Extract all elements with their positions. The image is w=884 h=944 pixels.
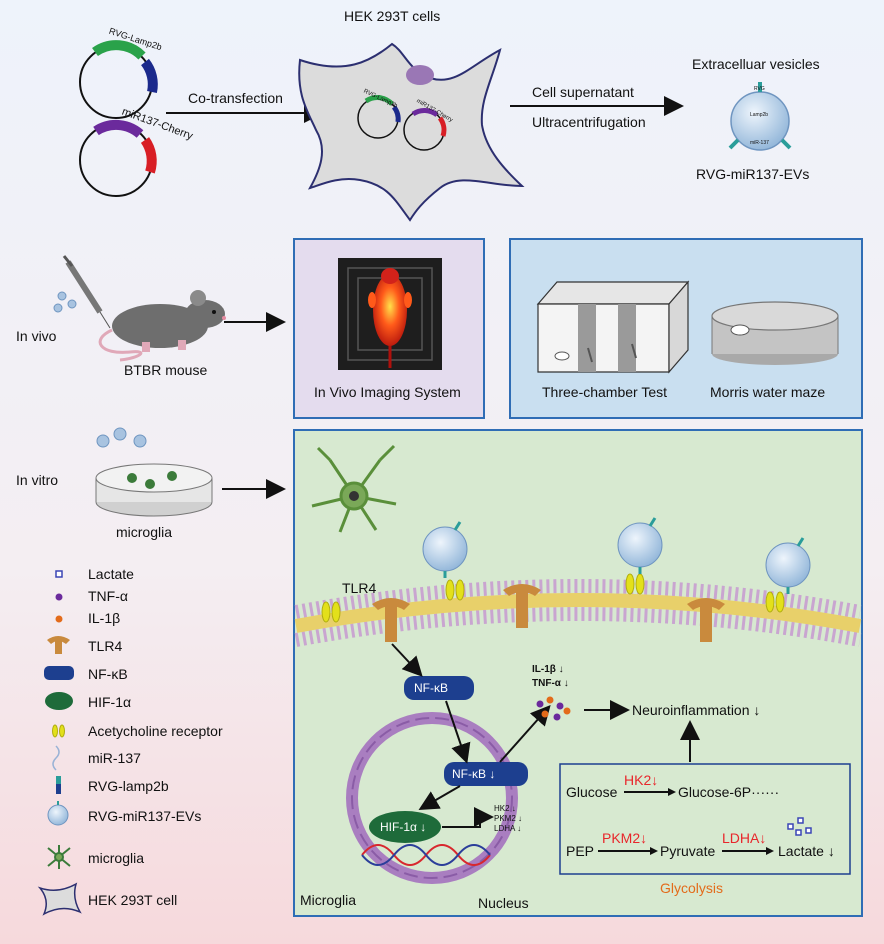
legend-il1b: IL-1β <box>88 610 121 626</box>
tlr4-icon <box>47 636 70 654</box>
mouse-label: BTBR mouse <box>124 362 208 378</box>
cytokine-1-label: IL-1β ↓ <box>532 664 564 675</box>
extracellular-vesicle <box>728 82 792 151</box>
cotransfection-label: Co-transfection <box>188 90 283 106</box>
microglia-nucleus <box>349 491 359 501</box>
microglia-cell <box>311 444 397 533</box>
cytokine-dots <box>536 696 571 721</box>
hek-cell-icon <box>37 882 82 916</box>
hk2-label: HK2↓ <box>624 772 659 788</box>
cytokine-2-label: TNF-α ↓ <box>532 678 569 689</box>
btbr-mouse <box>98 290 226 362</box>
ultracentrifugation-label: Ultracentrifugation <box>532 114 646 130</box>
legend-lactate: Lactate <box>88 566 134 582</box>
hek-inner-plasmid-1 <box>357 95 401 139</box>
legend-rvg-lamp2b: RVG-lamp2b <box>88 778 169 794</box>
gene-pkm2: PKM2 ↓ <box>494 814 523 823</box>
hif-label: HIF-1α ↓ <box>380 820 427 834</box>
hif-icon <box>45 692 73 710</box>
pep-label: PEP <box>566 843 595 859</box>
pkm2-label: PKM2↓ <box>602 830 648 846</box>
hek-title: HEK 293T cells <box>344 8 441 24</box>
gene-ldha: LDHA ↓ <box>494 824 522 833</box>
morris-label: Morris water maze <box>710 384 826 400</box>
mouse-fluorescence <box>368 268 412 368</box>
microglia-panel-label: Microglia <box>300 892 357 908</box>
nucleus-envelope <box>346 712 518 884</box>
glycolysis-box <box>559 763 851 875</box>
tlr4-receptor <box>372 584 725 642</box>
ev-mir-label: miR-137 <box>750 140 769 146</box>
three-chamber-label: Three-chamber Test <box>542 384 668 400</box>
imaging-label: In Vivo Imaging System <box>314 384 461 400</box>
hek-inner-plasmid-2 <box>403 108 447 151</box>
legend-microglia: microglia <box>88 850 145 866</box>
il1b-icon <box>55 615 63 623</box>
gene-hk2: HK2 ↓ <box>494 804 516 813</box>
rvg-lamp2b-icon <box>56 776 61 794</box>
cell-membrane <box>294 579 862 647</box>
water-maze-pool <box>711 301 839 365</box>
lactate-squares <box>787 817 812 836</box>
ev-docked <box>422 517 811 594</box>
legend-tlr4: TLR4 <box>88 638 123 654</box>
in-vitro-label: In vitro <box>16 472 59 488</box>
plasmid-rvg-lamp2b <box>79 40 158 119</box>
glycolysis-arrow-heads <box>650 788 774 855</box>
lactate-icon <box>55 570 63 578</box>
legend-mir137: miR-137 <box>88 750 141 766</box>
petri-dish <box>95 463 213 517</box>
tlr4-label: TLR4 <box>342 580 377 596</box>
gene-list: HK2 ↓ PKM2 ↓ LDHA ↓ <box>494 804 522 834</box>
legend-nfkb: NF-κB <box>88 666 128 682</box>
ev-title: Extracelluar vesicles <box>692 56 820 72</box>
legend-tnf: TNF-α <box>88 588 128 604</box>
acetylcholine-receptor <box>321 573 785 623</box>
ev-lamp-label: Lamp2b <box>750 112 769 118</box>
microglia-icon <box>47 845 71 869</box>
legend-ev: RVG-miR137-EVs <box>88 808 202 824</box>
nfkb-label: NF-κB <box>414 681 448 695</box>
plasmid-mir137-cherry <box>79 119 157 197</box>
receptor-icon <box>52 724 65 738</box>
mir137-icon <box>52 745 60 771</box>
lactate-label: Lactate ↓ <box>778 843 835 859</box>
in-vivo-label: In vivo <box>16 328 57 344</box>
legend-hek: HEK 293T cell <box>88 892 178 908</box>
three-chamber-box <box>536 280 690 374</box>
legend-hif: HIF-1α <box>88 694 132 710</box>
pyruvate-label: Pyruvate <box>660 843 716 859</box>
nfkb-nuclear-box <box>444 762 528 786</box>
hek-nucleus <box>406 65 434 85</box>
ldha-label: LDHA↓ <box>722 830 767 846</box>
nfkb-nuclear-label: NF-κB ↓ <box>452 767 496 781</box>
legend-receptor: Acetycholine receptor <box>88 723 223 739</box>
ev-icon <box>47 801 69 826</box>
ev-label: RVG-miR137-EVs <box>696 166 810 182</box>
pathway-arrows <box>391 643 766 852</box>
nfkb-box <box>404 676 474 700</box>
syringe-icon <box>53 255 111 329</box>
g6p-label: Glucose-6P······ <box>678 784 780 800</box>
microglia-label: microglia <box>116 524 173 540</box>
ev-particles-icon <box>96 427 147 448</box>
ev-rvg-label: RVG <box>754 86 765 92</box>
legend-icons <box>37 570 82 916</box>
neuroinflammation-label: Neuroinflammation ↓ <box>632 702 761 718</box>
dna-helix <box>361 844 491 866</box>
tnf-icon <box>55 593 63 601</box>
supernatant-label: Cell supernatant <box>532 84 634 100</box>
hif-ellipse <box>369 811 441 843</box>
nucleus-label: Nucleus <box>478 895 529 911</box>
glycolysis-label: Glycolysis <box>660 880 724 896</box>
nfkb-icon <box>44 666 74 680</box>
glucose-label: Glucose <box>566 784 618 800</box>
